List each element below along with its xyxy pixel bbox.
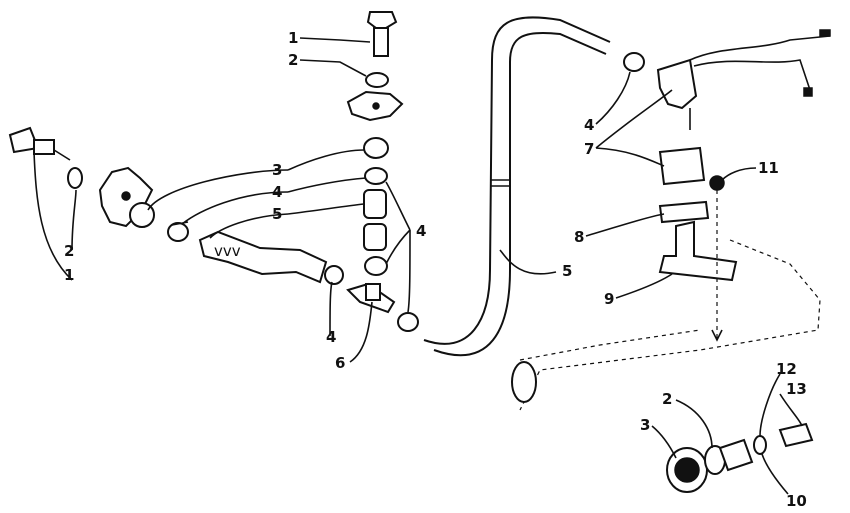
callout-2-left: 2 [64, 242, 74, 260]
pump-clamp [623, 52, 645, 72]
callout-1-top: 1 [288, 29, 298, 47]
top-washer [365, 72, 389, 88]
right-hose-inner [433, 31, 607, 357]
callout-7: 7 [584, 140, 594, 158]
mount-plate [658, 220, 738, 282]
callout-10: 10 [786, 492, 807, 510]
frame-tube [511, 361, 537, 403]
mid-hose-2 [363, 223, 387, 251]
callout-13: 13 [786, 380, 807, 398]
lower-right-clamp [397, 312, 419, 332]
left-hose [198, 230, 328, 284]
frame-outline [519, 239, 821, 411]
small-nut [709, 175, 725, 191]
callout-1-left: 1 [64, 266, 74, 284]
right-hose [423, 16, 611, 345]
svg-text:vvv: vvv [214, 242, 241, 260]
callout-2-top: 2 [288, 51, 298, 69]
callout-3-mid: 3 [272, 161, 282, 179]
left-washer [67, 167, 83, 189]
callout-4-right: 4 [416, 222, 426, 240]
callout-9: 9 [604, 290, 614, 308]
mid-clamp-2 [364, 256, 388, 276]
mid-clamp-1 [364, 167, 388, 185]
t-fitting [346, 282, 396, 314]
callout-5-right: 5 [562, 262, 572, 280]
inset-assembly [666, 422, 814, 493]
pump-bracket [658, 146, 706, 186]
bracket-clamp [658, 200, 710, 224]
callout-6: 6 [335, 354, 345, 372]
lower-left-clamp [324, 265, 344, 285]
callout-8: 8 [574, 228, 584, 246]
callout-4-mid: 4 [272, 183, 282, 201]
fuel-pump [656, 29, 831, 130]
callout-4-lower: 4 [326, 328, 336, 346]
callout-3-inset: 3 [640, 416, 650, 434]
callout-12: 12 [776, 360, 797, 378]
mid-hose-1 [363, 189, 387, 219]
callout-11: 11 [758, 159, 779, 177]
left-clamp [167, 221, 189, 242]
top-knob [366, 11, 398, 57]
top-nut [363, 137, 389, 159]
callout-4-pump: 4 [584, 116, 594, 134]
callout-2-inset: 2 [662, 390, 672, 408]
left-knob [8, 126, 71, 161]
callout-5-mid: 5 [272, 205, 282, 223]
